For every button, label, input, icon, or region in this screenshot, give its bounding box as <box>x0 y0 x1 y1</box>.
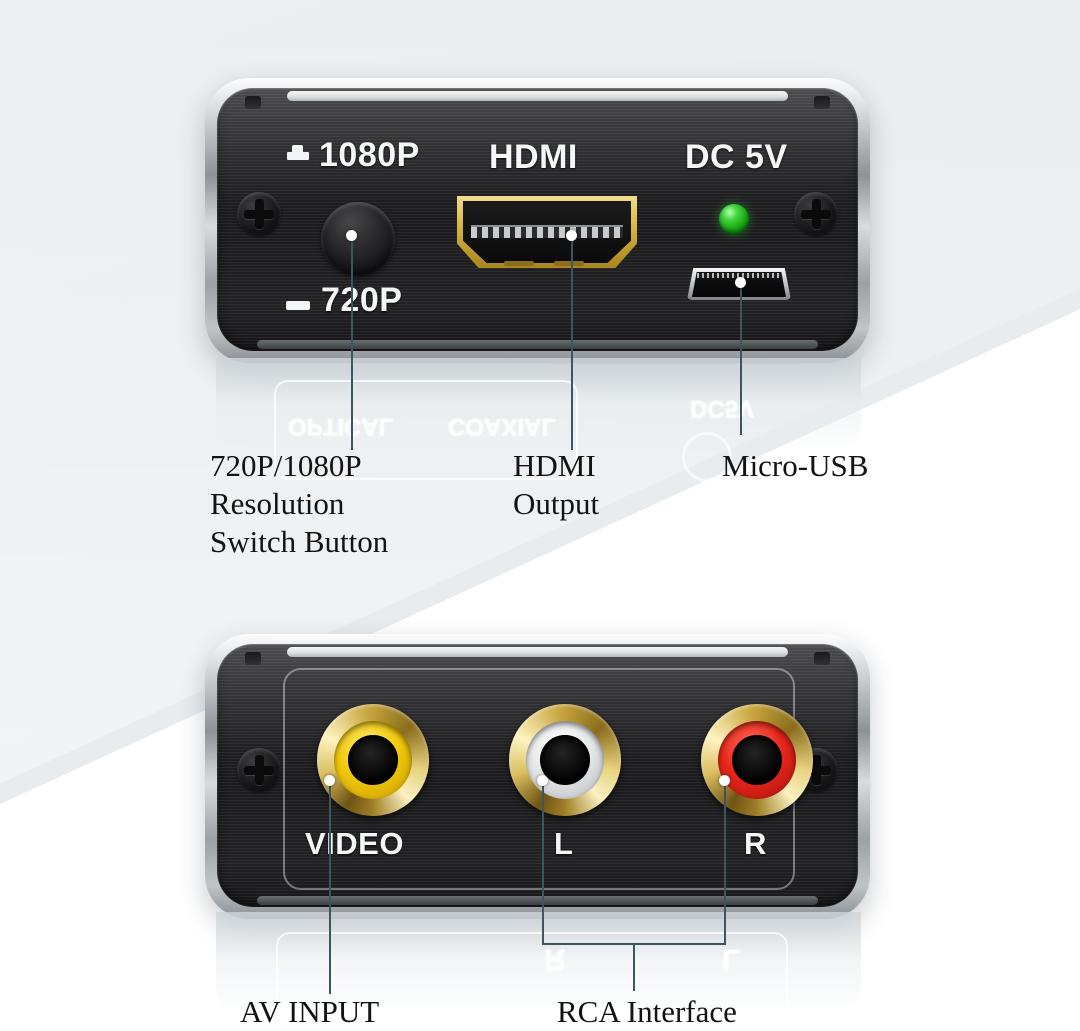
screw-rear-left <box>237 748 281 792</box>
label-720p: 720P <box>321 281 403 319</box>
callout-line-hdmi-output <box>571 238 573 450</box>
hdmi-port[interactable] <box>457 196 637 268</box>
callout-label-micro-usb: Micro-USB <box>722 448 869 483</box>
callout-label-av-input: AV INPUT <box>240 994 380 1029</box>
label-video: VIDEO <box>305 826 404 861</box>
rear-panel-face: VIDEO L R <box>217 644 858 907</box>
callout-label-rca-interface: RCA Interface <box>557 994 737 1029</box>
resolution-switch-button[interactable] <box>321 202 395 276</box>
front-panel-bottom-edge <box>257 340 818 349</box>
front-panel-top-chrome <box>287 91 788 101</box>
front-panel-top-notch-left <box>245 96 261 109</box>
callout-line-rca-left <box>542 783 544 945</box>
rear-panel-bottom-edge <box>257 896 818 905</box>
label-hdmi: HDMI <box>489 138 578 176</box>
callout-line-av-input <box>329 783 331 994</box>
rca-left-jack[interactable] <box>509 704 621 816</box>
label-dc5v: DC 5V <box>685 138 788 176</box>
label-1080p: 1080P <box>319 136 420 174</box>
rear-panel-top-notch-left <box>245 652 261 665</box>
device-front-panel: 1080P 720P HDMI DC 5V <box>205 78 870 363</box>
rca-video-jack[interactable] <box>317 704 429 816</box>
callout-line-rca-stem <box>633 943 635 991</box>
callout-line-rca-right <box>724 783 726 945</box>
screw-front-left <box>237 192 281 236</box>
callout-dot-resolution-switch <box>346 230 357 241</box>
front-panel-top-notch-right <box>814 96 830 109</box>
front-panel-face: 1080P 720P HDMI DC 5V <box>217 88 858 351</box>
screw-front-right <box>794 192 838 236</box>
rear-panel-top-chrome <box>287 647 788 657</box>
callout-dot-rca-left <box>537 775 548 786</box>
callout-label-resolution-switch: 720P/1080P Resolution Switch Button <box>210 448 389 559</box>
resolution-1080p-marker-icon <box>287 145 309 160</box>
resolution-720p-marker-icon <box>286 301 310 310</box>
callout-line-micro-usb <box>740 285 742 435</box>
rear-panel-top-notch-right <box>814 652 830 665</box>
callout-dot-rca-right <box>719 775 730 786</box>
callout-dot-av-input <box>324 775 335 786</box>
label-right: R <box>744 826 767 861</box>
callout-dot-micro-usb <box>735 277 746 288</box>
power-led-indicator <box>719 204 749 234</box>
callout-dot-hdmi-output <box>566 230 577 241</box>
rca-right-jack[interactable] <box>701 704 813 816</box>
callout-line-resolution-switch <box>351 238 353 450</box>
callout-label-hdmi-output: HDMI Output <box>513 448 600 521</box>
label-left: L <box>554 826 574 861</box>
